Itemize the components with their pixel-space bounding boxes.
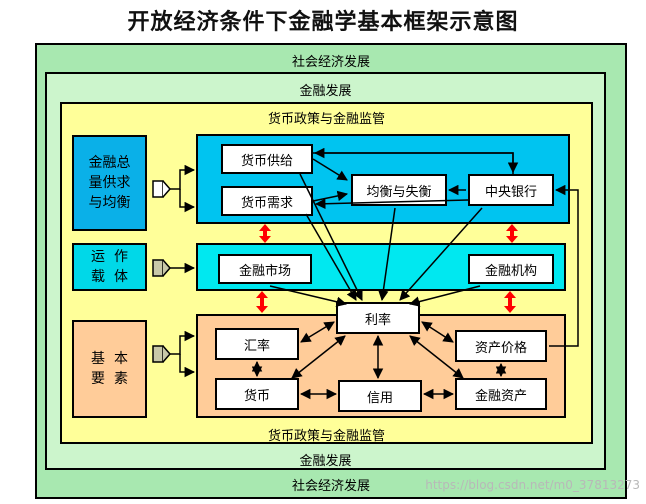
left-box-balance: 金融总 量供求 与均衡 xyxy=(72,135,147,231)
left-arrow-middle xyxy=(152,259,171,277)
bracket-lines xyxy=(170,164,196,378)
node-currency-label: 货币 xyxy=(243,388,270,404)
left-box-balance-label: 金融总 量供求 与均衡 xyxy=(88,155,131,211)
node-financial-asset-label: 金融资产 xyxy=(474,388,527,404)
node-interest-rate-label: 利率 xyxy=(364,312,391,328)
layer-finance-top-label: 金融发展 xyxy=(299,84,352,99)
left-box-carrier: 运 作 载 体 xyxy=(72,243,147,291)
node-financial-market: 金融市场 xyxy=(218,254,312,284)
diagram-title: 开放经济条件下金融学基本框架示意图 xyxy=(127,10,519,35)
top-group-arrows xyxy=(312,147,519,209)
node-central-bank-label: 中央银行 xyxy=(484,184,537,200)
layer-finance-bottom-label: 金融发展 xyxy=(299,454,352,469)
node-money-demand: 货币需求 xyxy=(221,186,313,216)
left-arrow-top xyxy=(152,180,171,198)
watermark-text: https://blog.csdn.net/m0_37813273 xyxy=(425,478,640,492)
node-financial-institution: 金融机构 xyxy=(468,254,554,284)
layer-social-economy-bottom-label: 社会经济发展 xyxy=(291,479,370,494)
node-financial-asset: 金融资产 xyxy=(455,378,547,410)
bottom-group-arrows xyxy=(251,321,507,400)
node-financial-market-label: 金融市场 xyxy=(238,263,291,279)
left-box-elements-label: 基 本 要 素 xyxy=(91,351,128,387)
left-arrow-bottom xyxy=(152,345,171,363)
node-currency: 货币 xyxy=(215,378,299,410)
node-money-supply-label: 货币供给 xyxy=(240,153,293,169)
node-interest-rate: 利率 xyxy=(336,302,420,334)
layer-policy-bottom-label: 货币政策与金融监管 xyxy=(267,429,385,444)
left-box-carrier-label: 运 作 载 体 xyxy=(91,249,128,285)
node-money-supply: 货币供给 xyxy=(221,144,313,174)
right-loop-line xyxy=(549,184,579,347)
node-financial-institution-label: 金融机构 xyxy=(484,263,537,279)
node-money-demand-label: 货币需求 xyxy=(240,195,293,211)
to-interest-arrows xyxy=(269,173,483,307)
left-box-elements: 基 本 要 素 xyxy=(72,320,147,418)
node-balance-label: 均衡与失衡 xyxy=(366,184,432,200)
node-credit: 信用 xyxy=(338,380,422,412)
node-credit-label: 信用 xyxy=(366,390,393,406)
node-balance: 均衡与失衡 xyxy=(351,174,447,206)
node-central-bank: 中央银行 xyxy=(468,174,554,206)
layer-social-economy-top-label: 社会经济发展 xyxy=(291,55,370,70)
node-exchange-rate-label: 汇率 xyxy=(243,338,270,354)
node-asset-price-label: 资产价格 xyxy=(474,340,527,356)
red-double-arrows xyxy=(256,224,518,313)
layer-policy-top-label: 货币政策与金融监管 xyxy=(267,112,385,127)
